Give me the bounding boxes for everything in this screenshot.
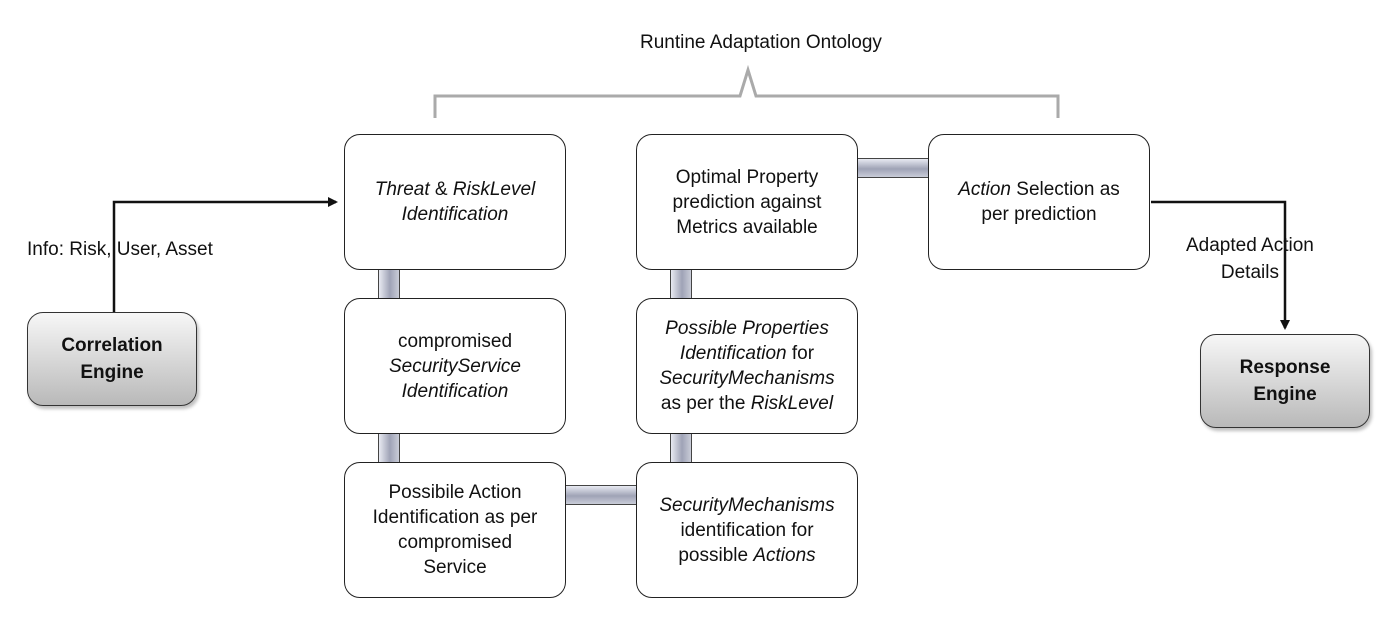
connector-optimal-selection xyxy=(855,158,933,178)
italic-term: Action xyxy=(958,179,1011,200)
action-selection-box: Action Selection as per prediction xyxy=(928,134,1150,270)
box-text: SecurityMechanisms identification for poss… xyxy=(659,493,834,568)
text-segment: Identification as per xyxy=(372,507,538,528)
italic-term: Identification xyxy=(401,204,509,225)
input-arrow xyxy=(112,197,338,312)
output-arrow xyxy=(1151,200,1290,330)
text-segment: & xyxy=(429,179,453,200)
italic-term: SecurityMechanisms xyxy=(659,494,835,516)
text-segment: prediction against xyxy=(672,191,822,213)
italic-term: Identification xyxy=(679,343,787,364)
output-label-line-1: Adapted Action xyxy=(1186,235,1314,256)
text-segment: per prediction xyxy=(981,204,1097,225)
italic-term: Possible Properties xyxy=(665,318,829,339)
correlation-engine-line-2: Engine xyxy=(80,362,144,383)
output-label: Adapted Action Details xyxy=(1186,232,1314,286)
correlation-engine-line-1: Correlation xyxy=(61,335,163,356)
text-segment: Service xyxy=(423,557,487,578)
italic-term: RiskLevel xyxy=(750,393,834,414)
text-segment: identification for xyxy=(680,519,814,541)
text-segment: Selection as xyxy=(1011,179,1120,200)
text-segment: as per the xyxy=(660,393,751,414)
italic-term: Actions xyxy=(753,544,816,566)
text-segment: Possibile Action xyxy=(388,482,522,503)
italic-term: SecurityMechanisms xyxy=(659,368,835,389)
italic-term: SecurityService xyxy=(389,355,521,377)
italic-term: Identification xyxy=(401,380,509,402)
response-engine-line-1: Response xyxy=(1239,357,1331,378)
italic-term: RiskLevel xyxy=(452,179,536,200)
response-engine-line-2: Engine xyxy=(1253,384,1317,405)
text-segment: compromised xyxy=(397,330,513,352)
italic-term: Threat xyxy=(374,179,430,200)
ontology-brace xyxy=(433,64,1060,118)
connector-action-mechanisms xyxy=(564,485,642,505)
text-segment: Metrics available xyxy=(676,216,818,238)
ontology-title: Runtine Adaptation Ontology xyxy=(640,32,882,53)
text-segment: for xyxy=(786,343,815,364)
box-text: Action Selection as per prediction xyxy=(958,177,1120,227)
response-engine-box: Response Engine xyxy=(1200,334,1370,428)
output-label-line-2: Details xyxy=(1220,262,1279,283)
text-segment: compromised xyxy=(397,532,513,553)
security-mechanisms-identification-box: SecurityMechanisms identification for poss… xyxy=(636,462,858,598)
correlation-engine-box: Correlation Engine xyxy=(27,312,197,406)
input-label: Info: Risk, User, Asset xyxy=(27,239,213,260)
text-segment: possible xyxy=(678,544,754,566)
text-segment: Optimal Property xyxy=(675,166,819,188)
